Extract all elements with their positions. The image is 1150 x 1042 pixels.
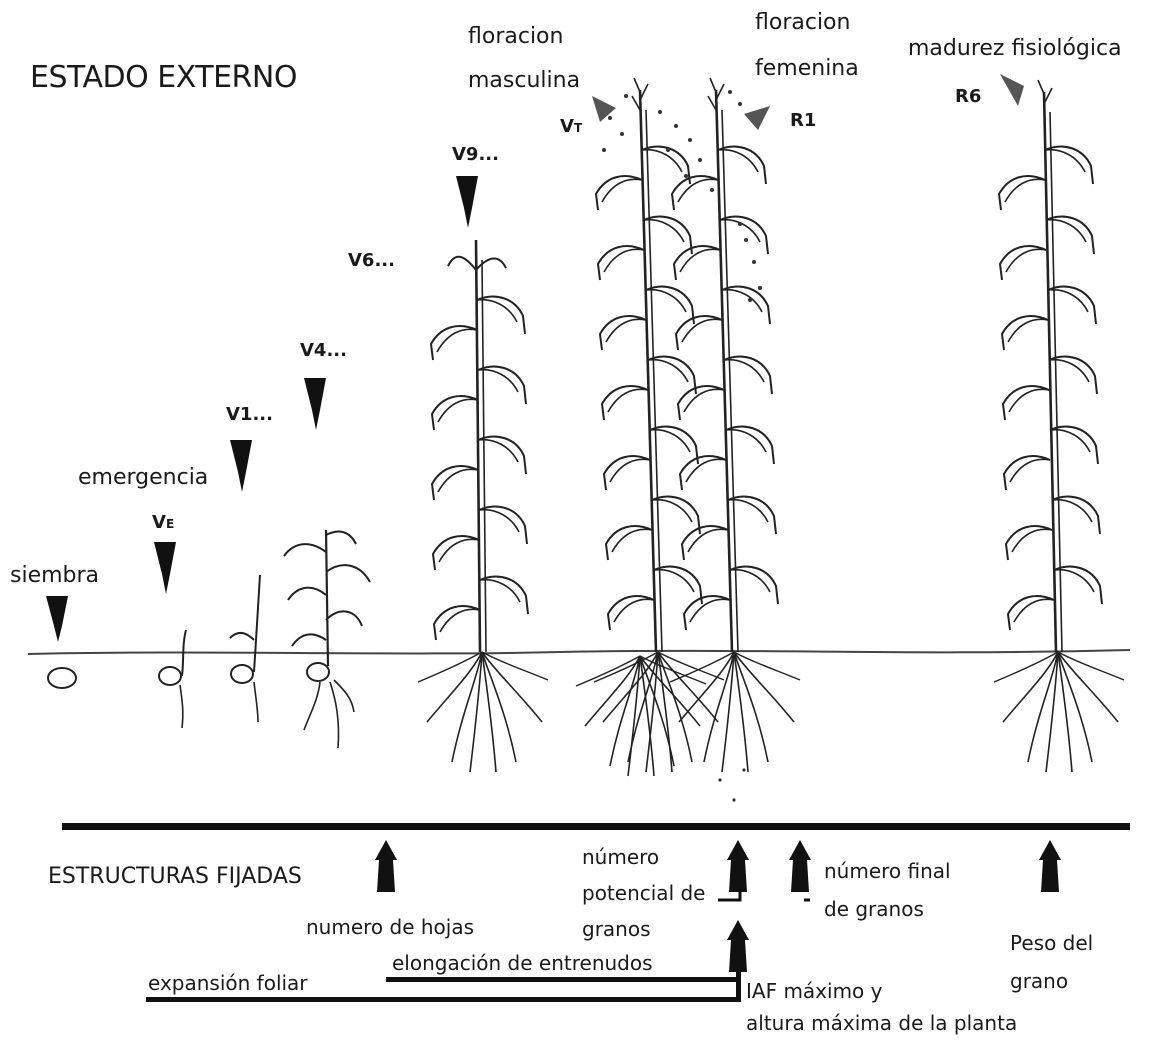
structure-numero-hojas: numero de hojas — [306, 912, 474, 942]
structure-potencial-line1: número — [582, 842, 659, 872]
structure-iaf-line1: IAF máximo y — [746, 976, 882, 1006]
stage-v1: V1... — [226, 404, 273, 425]
soil-line — [28, 650, 1130, 654]
structure-up-arrow-potencial — [727, 840, 749, 892]
stage-vt-sub: T — [574, 121, 582, 135]
event-emergencia: emergencia — [78, 465, 208, 490]
structure-expansion: expansión foliar — [148, 968, 308, 998]
structure-peso-line2: grano — [1010, 966, 1068, 996]
stage-r6: R6 — [955, 86, 981, 107]
plant-r6-drawing — [994, 80, 1124, 772]
event-siembra: siembra — [10, 563, 99, 588]
stage-v4: V4... — [300, 340, 347, 361]
event-madurez-fisiologica: madurez fisiológica — [908, 36, 1122, 61]
plant-v4-drawing — [284, 530, 370, 748]
bar-end-tick — [736, 970, 741, 1002]
stage-down-arrow-v1 — [230, 440, 252, 492]
event-floracion-masculina-line1: floracion — [468, 24, 563, 49]
structure-up-arrow-iaf — [727, 920, 749, 972]
stage-vt: VT — [560, 116, 582, 137]
stage-ve-main: V — [152, 512, 166, 533]
stage-v6: V6... — [348, 250, 395, 271]
structure-potencial-line2: potencial de — [582, 878, 705, 908]
title-external-state: ESTADO EXTERNO — [30, 60, 297, 95]
event-floracion-masculina-line2: masculina — [468, 68, 580, 93]
stage-ve: VE — [152, 512, 174, 533]
stage-v9: V9... — [452, 144, 499, 165]
structure-peso-line1: Peso del — [1010, 928, 1093, 958]
stage-r1: R1 — [790, 110, 816, 131]
structure-final-line1: número final — [824, 856, 951, 886]
marker-r1 — [744, 106, 770, 130]
seedling-ve-drawing — [159, 630, 186, 728]
structure-up-arrow-hojas — [375, 840, 397, 892]
plant-v9-drawing — [418, 240, 548, 772]
timeline-bar — [62, 823, 1130, 830]
stage-down-arrow-siembra — [46, 596, 68, 642]
structure-elongacion: elongación de entrenudos — [392, 948, 653, 978]
stage-ve-sub: E — [166, 517, 174, 531]
structure-potencial-line3: granos — [582, 914, 651, 944]
structure-up-arrow-peso — [1039, 840, 1061, 892]
stage-down-arrow-ve — [154, 542, 176, 594]
seedling-v1-drawing — [230, 575, 260, 722]
event-floracion-femenina-line2: femenina — [755, 56, 859, 81]
stage-vt-main: V — [560, 116, 574, 137]
seed-drawing — [48, 668, 76, 688]
stage-down-arrow-v9 — [456, 176, 478, 228]
structure-iaf-line2: altura máxima de la planta — [746, 1008, 1017, 1038]
stage-down-arrow-v4 — [304, 378, 326, 430]
marker-vt — [592, 96, 616, 122]
structure-up-arrow-final — [789, 840, 811, 892]
marker-r6 — [1000, 74, 1024, 106]
title-fixed-structures: ESTRUCTURAS FIJADAS — [48, 864, 302, 889]
plant-vt-drawing — [576, 78, 724, 776]
event-floracion-femenina-line1: floracion — [755, 10, 850, 35]
structure-final-line2: de granos — [824, 894, 924, 924]
